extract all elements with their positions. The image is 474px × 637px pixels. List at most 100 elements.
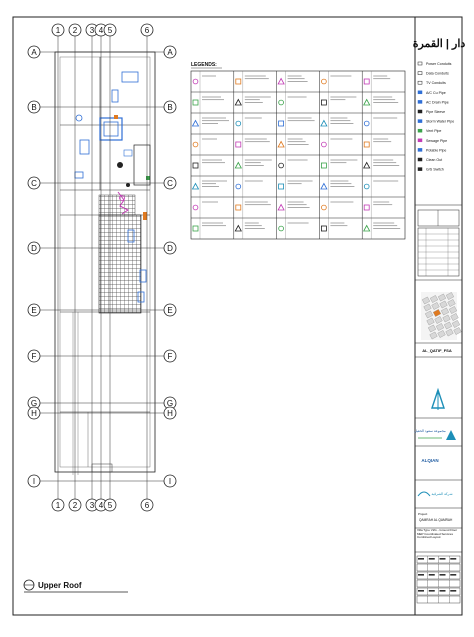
note-symbol xyxy=(417,109,423,114)
blue-fixture xyxy=(103,121,119,137)
blue-fixture xyxy=(99,117,123,141)
legend-symbol xyxy=(363,98,371,106)
tb-cell-value xyxy=(428,558,435,560)
key-plan-lot xyxy=(424,310,434,319)
grid-bubble-row xyxy=(27,406,41,420)
grid-bubble-row xyxy=(163,241,177,255)
grid-label-col: 5 xyxy=(108,26,113,35)
tb-cell-value xyxy=(428,590,435,592)
grid-bubble-row xyxy=(27,176,41,190)
project-name: QAMRAH AL QAMRAH xyxy=(419,518,453,522)
note-symbol xyxy=(417,148,423,152)
legend-symbol xyxy=(363,161,371,169)
legend-symbol xyxy=(192,99,199,106)
legend-symbol xyxy=(320,182,328,190)
grid-label-row: H xyxy=(167,409,173,418)
key-plan-lot xyxy=(445,328,454,337)
key-plan-lot xyxy=(442,314,451,323)
legend-symbol xyxy=(363,204,370,211)
legend-symbol xyxy=(363,224,371,232)
grid-bubble-row xyxy=(27,474,41,488)
legend-symbol xyxy=(363,120,370,127)
note-symbol xyxy=(417,90,423,95)
key-plan-lot xyxy=(434,316,443,324)
blue-fixture xyxy=(123,149,133,157)
key-plan-lot xyxy=(448,306,458,314)
legend-symbol xyxy=(363,141,370,148)
grid-label-col: 3 xyxy=(90,501,95,510)
tb-cell-value xyxy=(439,574,446,576)
grid-label-row: C xyxy=(31,179,37,188)
grid-bubble-col xyxy=(51,23,65,37)
partner-arabic-name: شركة الشرقية xyxy=(431,491,453,496)
key-plan-lot xyxy=(435,323,445,331)
grid-label-row: G xyxy=(167,399,173,408)
roof-hatch-area xyxy=(98,214,142,314)
legend-symbol xyxy=(278,162,284,169)
plan-title: Upper Roof xyxy=(38,581,82,590)
legend-symbol xyxy=(191,119,200,127)
tb-cell-value xyxy=(450,590,457,592)
grid-bubble-col xyxy=(68,23,82,37)
blue-fixture xyxy=(127,229,135,243)
key-plan-lot xyxy=(431,302,440,310)
grid-bubble-col xyxy=(103,23,117,37)
key-plan-lot xyxy=(421,296,431,305)
grid-bubble-row xyxy=(27,241,41,255)
magenta-mark xyxy=(117,191,129,215)
grid-label-row: F xyxy=(168,352,173,361)
grid-label-col: 4 xyxy=(99,501,104,510)
plan-title-block: Upper Roof xyxy=(23,579,128,593)
grid-bubble-row xyxy=(27,303,41,317)
legend-symbol xyxy=(278,183,285,190)
grid-label-row: E xyxy=(167,306,172,315)
legend-symbol xyxy=(234,224,242,232)
tb-cell-value xyxy=(428,574,435,576)
note-label: Storm Water Pipe xyxy=(426,120,454,124)
grid-bubble-row xyxy=(163,406,177,420)
drain-point xyxy=(117,162,123,168)
legend-symbol xyxy=(321,78,327,85)
grid-label-row: C xyxy=(167,179,173,188)
tb-cell-value xyxy=(418,590,424,592)
note-symbol xyxy=(417,119,423,123)
tb-cell-value xyxy=(450,558,457,560)
key-plan-lot xyxy=(445,292,455,300)
grid-bubble-row xyxy=(163,176,177,190)
blue-fixture xyxy=(75,114,83,122)
note-symbol xyxy=(417,80,423,85)
legend-symbol xyxy=(277,203,285,211)
legend-symbol xyxy=(234,98,242,106)
legend-title: LEGENDS: xyxy=(191,62,217,68)
grid-label-row: H xyxy=(31,409,37,418)
key-plan-lot xyxy=(426,317,435,326)
note-symbol xyxy=(417,71,423,75)
sheet-border xyxy=(12,16,463,616)
grid-label-col: 4 xyxy=(99,26,104,35)
note-label: Vent Pipe xyxy=(426,129,441,133)
legend-symbol xyxy=(192,162,199,169)
grid-bubble-row xyxy=(163,100,177,114)
grid-label-row: A xyxy=(31,48,37,57)
grid-label-row: I xyxy=(169,477,171,486)
key-plan-lot xyxy=(447,299,456,307)
blue-fixture xyxy=(79,139,90,155)
note-label: TV Conduits xyxy=(426,81,446,85)
grid-label-row: G xyxy=(31,399,37,408)
legend-block: LEGENDS: xyxy=(190,62,406,240)
legend-table xyxy=(190,70,406,240)
client-arabic-name: مجموعة سعود الحقيل xyxy=(414,428,446,433)
partner-logo-icon xyxy=(417,491,431,497)
blue-fixture xyxy=(74,171,84,179)
legend-symbol xyxy=(320,119,328,127)
blue-fixture xyxy=(139,269,147,283)
key-plan-lot xyxy=(437,330,446,338)
note-symbol xyxy=(417,61,423,66)
legend-symbol xyxy=(192,141,199,148)
revision-box xyxy=(417,209,460,227)
project-label: Project xyxy=(418,512,428,516)
grid-bubble-col xyxy=(68,498,82,512)
